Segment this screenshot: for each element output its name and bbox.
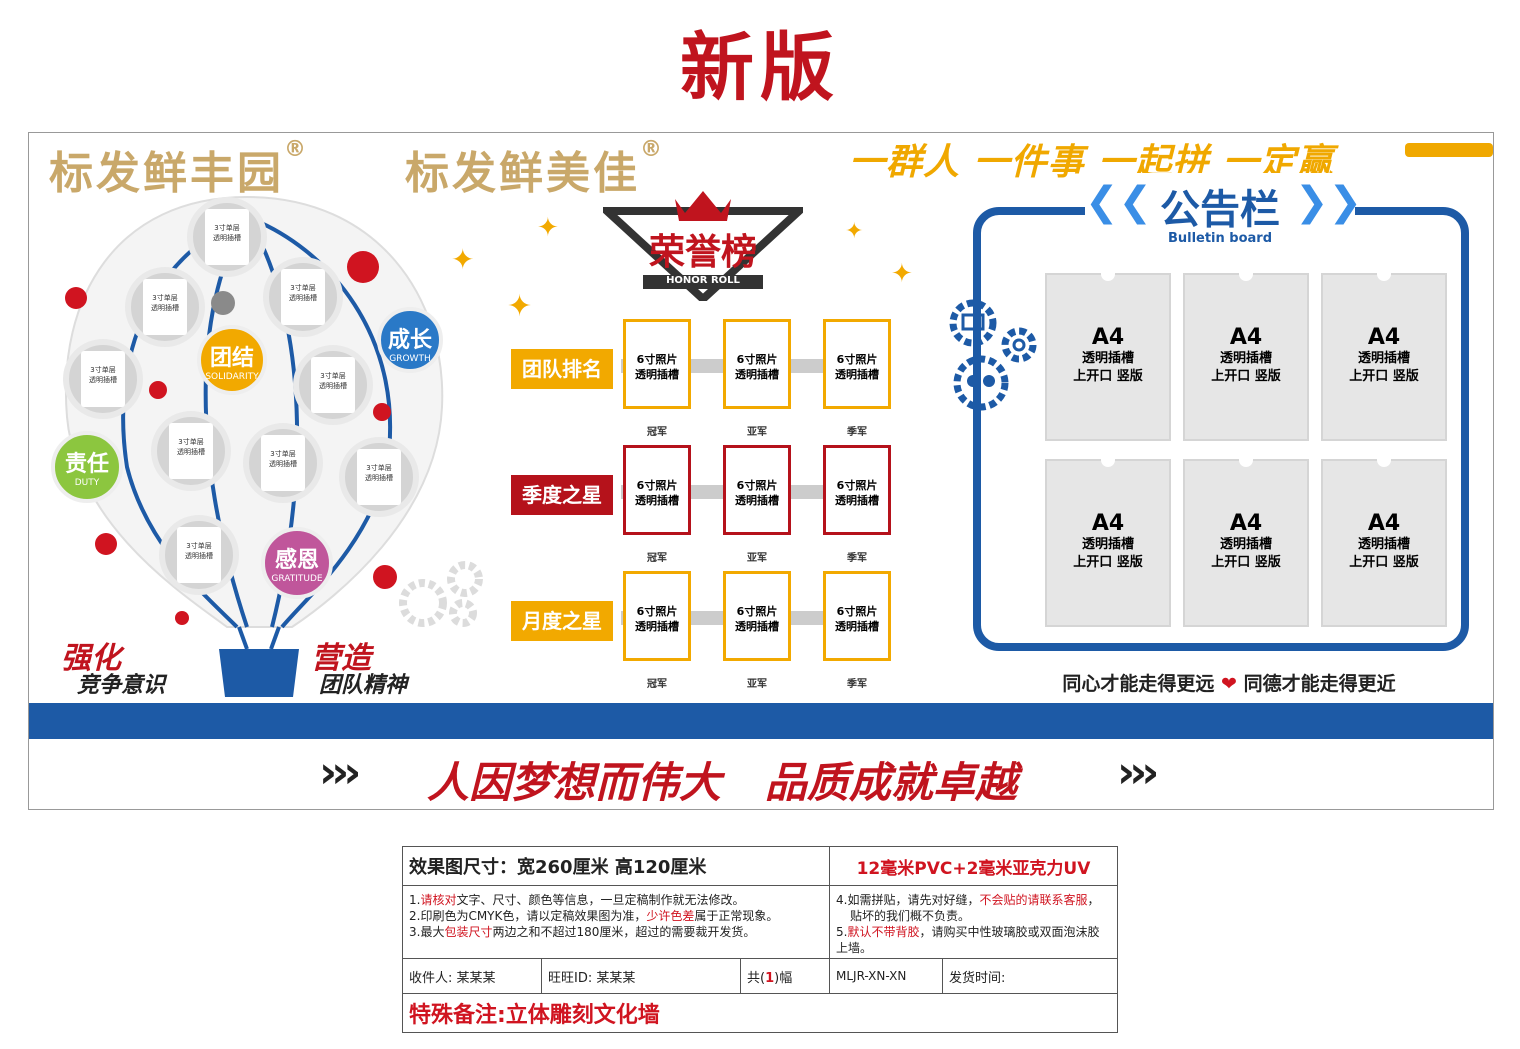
photo-slot: 3寸单层透明插槽	[339, 437, 419, 517]
bottom-slogan: 人因梦想而伟大 品质成就卓越	[427, 758, 1017, 807]
photo-slot: 3寸单层透明插槽	[243, 423, 323, 503]
size-spec: 效果图尺寸：宽260厘米 高120厘米	[402, 846, 830, 886]
photo-slot: 3寸单层透明插槽	[263, 257, 343, 337]
honor-row: 团队排名 6寸照片透明插槽 6寸照片透明插槽 6寸照片透明插槽 冠军 亚军 季军	[511, 319, 911, 439]
rank-label: 冠军	[647, 553, 667, 564]
photo-frame: 6寸照片透明插槽	[723, 571, 791, 661]
photo-frame: 6寸照片透明插槽	[623, 445, 691, 535]
brand-2: 标发鲜美佳®	[405, 137, 665, 199]
photo-slot: 3寸单层透明插槽	[159, 515, 239, 595]
honor-row: 月度之星 6寸照片透明插槽 6寸照片透明插槽 6寸照片透明插槽 冠军 亚军 季军	[511, 571, 911, 691]
honor-roll-subtitle: HONOR ROLL	[666, 275, 740, 286]
decor-dot	[347, 251, 379, 283]
rank-label: 亚军	[747, 679, 767, 690]
photo-slot: 3寸单层透明插槽	[151, 411, 231, 491]
photo-frame: 6寸照片透明插槽	[823, 571, 891, 661]
honor-roll-emblem	[603, 191, 803, 301]
decor-dot	[65, 287, 87, 309]
decor-dot	[373, 565, 397, 589]
photo-frame: 6寸照片透明插槽	[823, 445, 891, 535]
crown-icon	[675, 191, 731, 221]
balloon-basket	[219, 649, 299, 697]
decor-dot	[95, 533, 117, 555]
arrow-left-icon: ›››	[319, 747, 361, 798]
slogan-bar-decoration	[1405, 143, 1493, 157]
photo-frame: 6寸照片透明插槽	[723, 445, 791, 535]
culture-wall-board: 标发鲜丰园® 标发鲜美佳® 一群人 一件事 一起拼 一定赢 3寸单层透明插槽 3…	[28, 132, 1494, 810]
decor-dot	[149, 381, 167, 399]
product-code: MLJR-XN-XN	[829, 958, 943, 994]
wing-right-icon: ❯❯	[1295, 179, 1363, 225]
dove-icon: ✦	[845, 219, 864, 244]
bulletin-motto: 同心才能走得更远 ❤ 同德才能走得更近	[1062, 673, 1396, 695]
notes-right: 4.如需拼贴，请先对好缝，不会贴的请联系客服， 贴坏的我们概不负责。 5.默认不…	[829, 885, 1118, 959]
receiver: 收件人: 某某某	[402, 958, 542, 994]
wangwang-id: 旺旺ID: 某某某	[541, 958, 741, 994]
caption-left-2: 竞争意识	[77, 673, 166, 698]
photo-frame: 6寸照片透明插槽	[723, 319, 791, 409]
brand-1: 标发鲜丰园®	[49, 137, 309, 199]
row-label: 季度之星	[511, 475, 613, 515]
bulletin-subtitle: Bulletin board	[1167, 231, 1273, 246]
photo-slot: 3寸单层透明插槽	[125, 267, 205, 347]
dove-icon: ✦	[451, 243, 475, 276]
photo-slot: 3寸单层透明插槽	[63, 339, 143, 419]
rank-label: 季军	[847, 427, 867, 438]
wing-left-icon: ❮❮	[1085, 179, 1153, 225]
blue-stripe	[29, 703, 1493, 739]
material-spec: 12毫米PVC+2毫米亚克力UV	[829, 846, 1118, 886]
arrow-right-icon: ›››	[1117, 747, 1159, 798]
rank-label: 季军	[847, 679, 867, 690]
dove-icon: ✦	[537, 213, 559, 243]
row-label: 月度之星	[511, 601, 613, 641]
balloon-area: 3寸单层透明插槽 3寸单层透明插槽 3寸单层透明插槽 3寸单层透明插槽 3寸单层…	[47, 187, 467, 707]
dove-icon: ✦	[891, 259, 913, 289]
rank-label: 冠军	[647, 679, 667, 690]
decor-dot	[211, 291, 235, 315]
heart-icon: ❤	[1221, 673, 1237, 695]
honor-roll-title: 荣誉榜	[648, 232, 757, 273]
notes-left: 1.请核对文字、尺寸、颜色等信息，一旦定稿制作就无法修改。 2.印刷色为CMYK…	[402, 885, 830, 959]
gear-icon	[399, 561, 483, 627]
rank-label: 亚军	[747, 427, 767, 438]
bulletin-header: ❮❮ ❯❯ 公告栏 Bulletin board	[1085, 173, 1362, 249]
bulletin-title: 公告栏	[1160, 187, 1280, 233]
special-remark: 特殊备注:立体雕刻文化墙	[402, 993, 1118, 1033]
photo-slot: 3寸单层透明插槽	[293, 345, 373, 425]
dove-icon: ✦	[507, 289, 533, 324]
honor-row: 季度之星 6寸照片透明插槽 6寸照片透明插槽 6寸照片透明插槽 冠军 亚军 季军	[511, 445, 911, 565]
caption-left-1: 强化	[61, 641, 121, 676]
honor-roll-rows: 团队排名 6寸照片透明插槽 6寸照片透明插槽 6寸照片透明插槽 冠军 亚军 季军…	[511, 319, 911, 699]
photo-slot: 3寸单层透明插槽	[187, 197, 267, 277]
caption-right-1: 营造	[311, 641, 371, 676]
page-title: 新版	[680, 25, 840, 111]
rank-label: 冠军	[647, 427, 667, 438]
decor-dot	[373, 403, 391, 421]
rank-label: 季军	[847, 553, 867, 564]
photo-frame: 6寸照片透明插槽	[623, 571, 691, 661]
photo-frame: 6寸照片透明插槽	[823, 319, 891, 409]
panel-count: 共(1)幅	[740, 958, 830, 994]
decor-dot	[175, 611, 189, 625]
ship-time: 发货时间:	[942, 958, 1118, 994]
rank-label: 亚军	[747, 553, 767, 564]
row-label: 团队排名	[511, 349, 613, 389]
caption-right-2: 团队精神	[319, 673, 408, 698]
spec-table: 效果图尺寸：宽260厘米 高120厘米 12毫米PVC+2毫米亚克力UV 1.请…	[402, 846, 1118, 1033]
photo-frame: 6寸照片透明插槽	[623, 319, 691, 409]
gear-icon	[949, 299, 1037, 411]
